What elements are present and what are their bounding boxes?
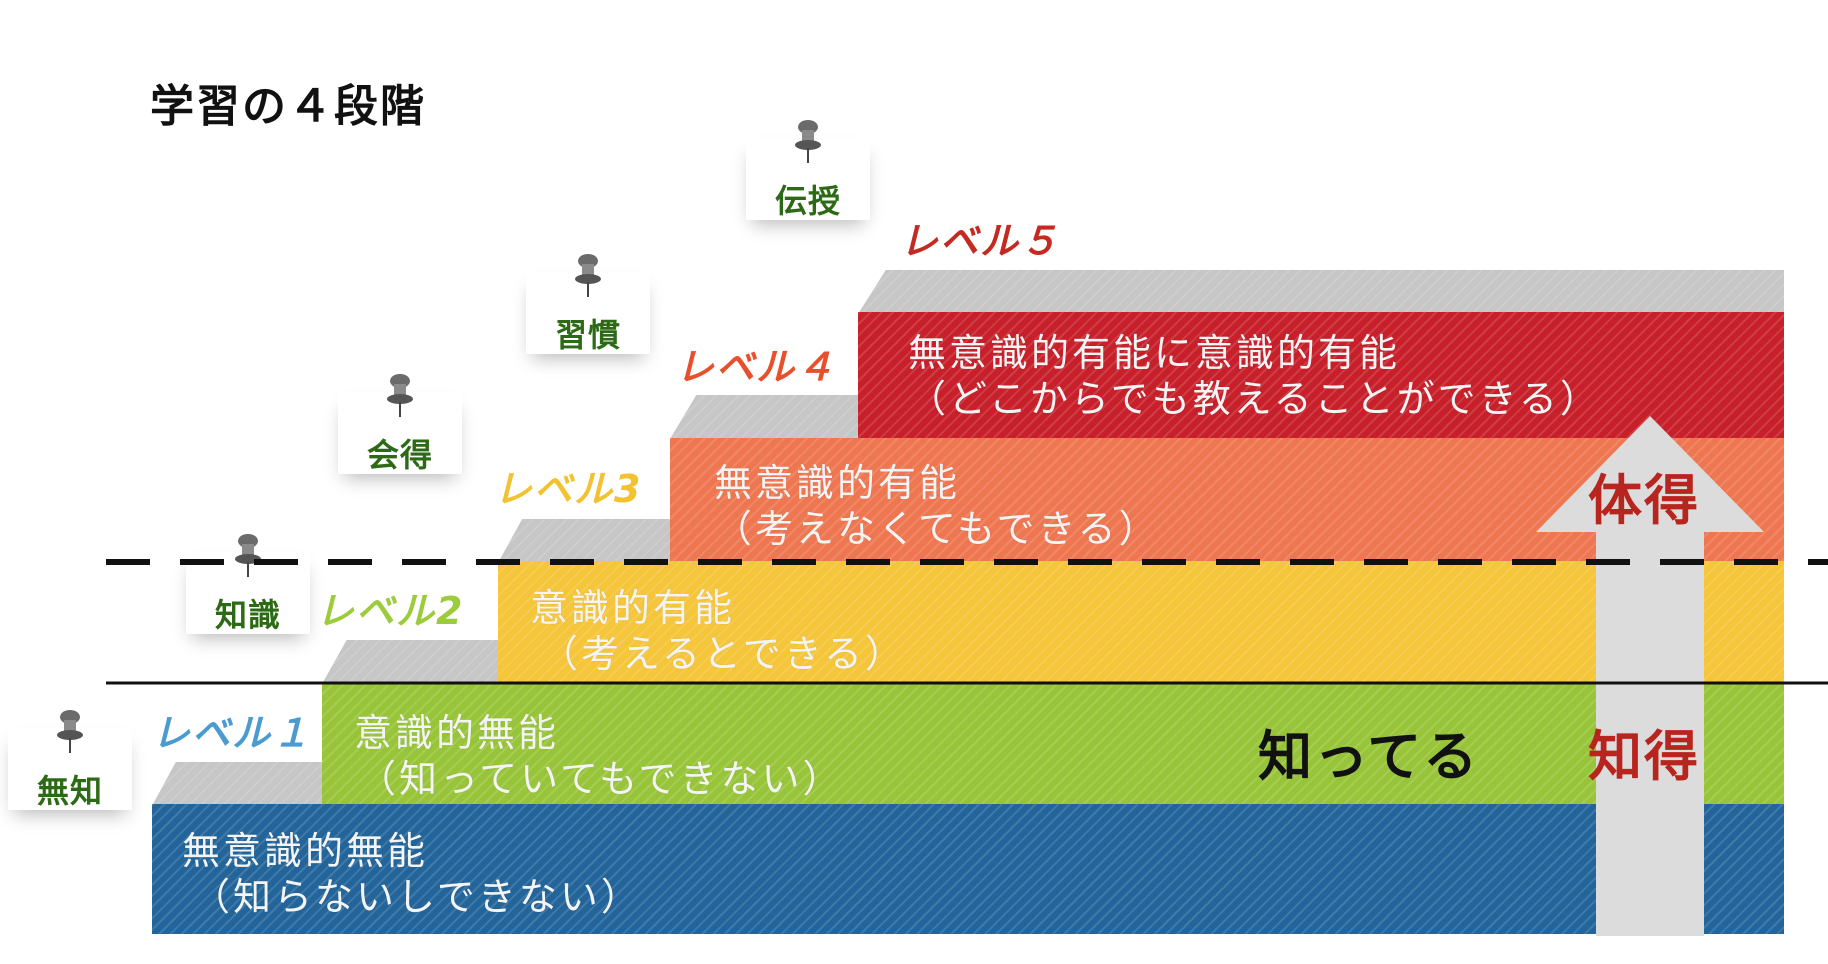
step-tread-1 — [152, 762, 322, 806]
layer-3-subtitle: （考えるとできる） — [540, 632, 906, 676]
pushpin-icon — [57, 710, 83, 753]
level-label-2: レベル2 — [316, 589, 465, 633]
level-label-1: レベル１ — [152, 711, 313, 755]
step-tread-5 — [858, 270, 1784, 314]
note-label-chishiki: 知識 — [214, 596, 281, 634]
progress-arrow-head — [1536, 416, 1764, 532]
note-label-denju: 伝授 — [774, 182, 841, 220]
note-denju: 伝授 — [746, 120, 870, 220]
label-chitoku: 知得 — [1588, 725, 1700, 788]
note-label-muchi: 無知 — [36, 772, 103, 810]
step-tread-2 — [322, 640, 498, 684]
progress-arrow-shaft — [1596, 530, 1704, 936]
pushpin-icon — [795, 120, 821, 163]
pushpin-icon — [387, 374, 413, 417]
layer-5-subtitle: （どこからでも教えることができる） — [908, 377, 1601, 421]
label-taitoku: 体得 — [1588, 469, 1700, 532]
pushpin-icon — [575, 254, 601, 297]
layer-1-title: 無意識的無能 — [182, 829, 429, 873]
note-etoku: 会得 — [338, 374, 462, 474]
layer-2-title: 意識的無能 — [354, 711, 560, 755]
layer-3-title: 意識的有能 — [530, 586, 736, 630]
step-tread-3 — [498, 519, 670, 563]
label-know: 知ってる — [1258, 725, 1480, 788]
note-shukan: 習慣 — [526, 254, 650, 354]
layer-4-subtitle: （考えなくてもできる） — [714, 507, 1160, 551]
layer-2-subtitle: （知っていてもできない） — [358, 757, 844, 801]
diagram-title: 学習の４段階 — [150, 81, 426, 132]
note-label-etoku: 会得 — [366, 436, 433, 474]
awareness-dashed-line — [106, 559, 1828, 565]
note-label-shukan: 習慣 — [554, 316, 621, 354]
note-chishiki: 知識 — [186, 534, 310, 634]
note-muchi: 無知 — [8, 710, 132, 810]
layer-level-2: 意識的無能 （知っていてもできない） — [322, 682, 1784, 804]
layer-level-5: 無意識的有能に意識的有能 （どこからでも教えることができる） — [858, 312, 1784, 440]
level-label-5: レベル５ — [900, 219, 1061, 263]
layer-level-3: 意識的有能 （考えるとできる） — [498, 561, 1784, 683]
level-label-3: レベル3 — [494, 467, 643, 511]
level-label-4: レベル４ — [676, 345, 837, 389]
step-tread-4 — [670, 395, 858, 439]
layer-5-title: 無意識的有能に意識的有能 — [908, 331, 1401, 375]
pushpin-icon — [235, 534, 261, 577]
layer-level-1: 無意識的無能 （知らないしできない） — [152, 804, 1784, 934]
layer-4-title: 無意識的有能 — [714, 461, 961, 505]
knowledge-line — [106, 681, 1828, 685]
layer-1-subtitle: （知らないしできない） — [192, 875, 642, 919]
